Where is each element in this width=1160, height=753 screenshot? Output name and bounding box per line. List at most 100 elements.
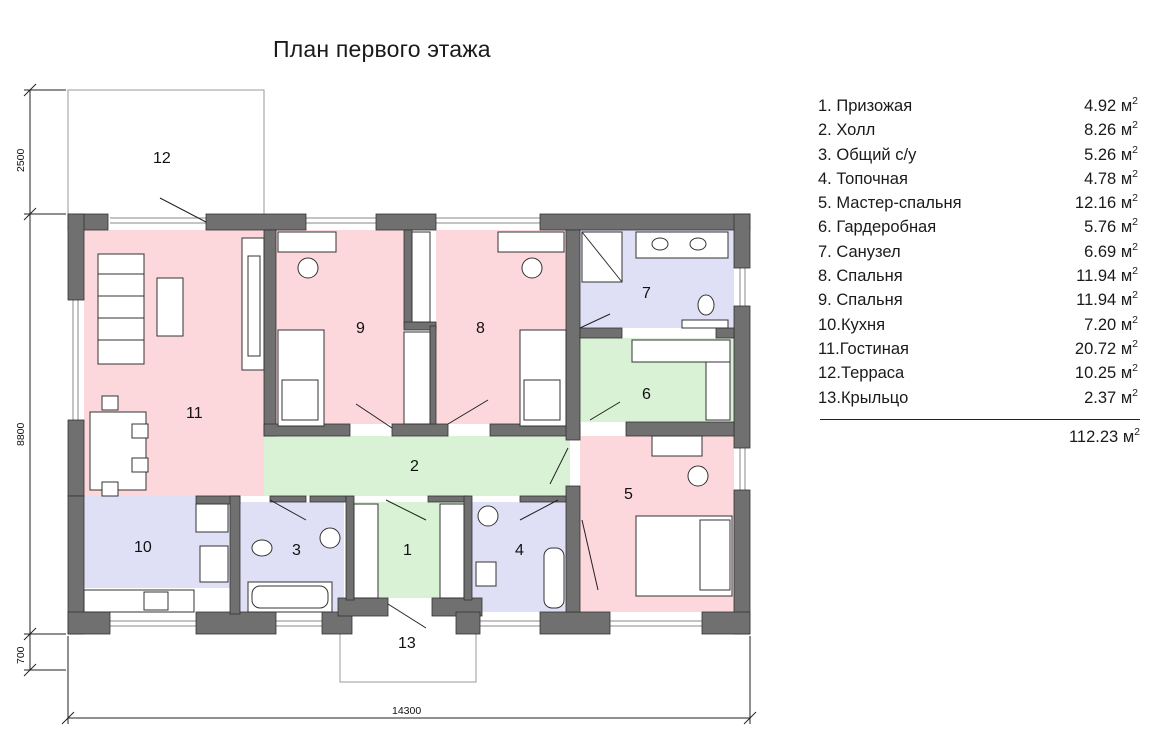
room-2-fill [264,436,570,496]
legend-room-title: Призожая [836,97,913,115]
legend-room-name: 3. Общий с/у [818,143,916,167]
legend-room-number: 11. [818,339,840,358]
legend-room-area: 8.26 м2 [1084,118,1138,142]
room-label-3: 3 [292,542,301,559]
legend-room-name: 4. Топочная [818,167,908,191]
legend-room-name: 10.Кухня [818,313,885,337]
total-unit: м [1122,428,1135,446]
room-numbers: 12 11 9 8 7 6 2 5 10 3 1 4 13 [134,150,651,652]
legend-room-number: 9. [818,291,832,310]
legend-room-name: 5. Мастер-спальня [818,191,962,215]
room-label-11: 11 [186,405,203,422]
dim-8800: 8800 [15,422,27,446]
legend-room-name: 11.Гостиная [818,337,909,361]
outdoor-outlines [67,89,477,683]
legend-room-title: Гардеробная [836,218,937,237]
legend-room-number: 2. [818,121,832,140]
legend-room-area: 10.25 м2 [1075,361,1138,385]
room-label-7: 7 [642,285,651,302]
walls [67,213,751,635]
area-unit: м [1120,145,1133,164]
legend-room-number: 10. [818,315,841,334]
legend-divider [820,419,1140,420]
legend-room-number: 13. [818,388,841,407]
legend-room-area: 11.94 м2 [1076,264,1138,288]
room-label-10: 10 [134,539,152,556]
plan-title: План первого этажа [273,36,491,62]
area-exponent: 2 [1132,119,1138,132]
area-exponent: 2 [1132,265,1138,278]
legend-room-area: 4.92 м2 [1084,94,1138,118]
dimension-lines [23,83,757,725]
legend-room-number: 7. [818,242,832,261]
legend-row: 2. Холл 8.26 м2 [818,118,1140,142]
area-value: 11.94 [1076,291,1117,310]
area-value: 4.78 [1084,169,1117,188]
room-fills [84,230,734,612]
legend-room-name: 13.Крыльцо [818,386,908,410]
legend-room-title: Санузел [836,242,901,261]
legend-room-number: 5. [818,194,832,213]
dim-14300: 14300 [392,705,421,717]
legend-total: 112.23 м2 [1069,427,1140,447]
furniture [83,231,733,613]
area-exponent: 2 [1132,167,1138,180]
room-label-13: 13 [398,635,416,652]
legend-room-title: Мастер-спальня [836,194,962,213]
area-unit: м [1120,291,1133,310]
legend-room-name: 6. Гардеробная [818,215,936,239]
area-exponent: 2 [1132,240,1138,253]
area-unit: м [1120,315,1133,334]
legend-row: 4. Топочная 4.78 м2 [818,167,1140,191]
area-unit: м [1120,339,1133,358]
area-unit: м [1120,97,1133,115]
legend-room-number: 6. [818,218,832,237]
legend-row: 1. Призожая 4.92 м2 [818,94,1140,118]
legend-room-area: 6.69 м2 [1084,240,1138,264]
legend-room-area: 12.16 м2 [1075,191,1138,215]
room-label-4: 4 [515,542,524,559]
dim-700: 700 [15,646,27,664]
area-exponent: 2 [1132,289,1138,302]
legend-room-area: 4.78 м2 [1084,167,1138,191]
area-value: 5.76 [1084,218,1117,237]
area-unit: м [1120,388,1133,407]
area-exponent: 2 [1132,95,1138,107]
legend-room-name: 8. Спальня [818,264,903,288]
legend-room-number: 1. [818,97,832,115]
room-label-12: 12 [153,150,171,167]
room-label-8: 8 [476,320,485,337]
area-value: 12.16 [1074,194,1117,213]
area-unit: м [1120,194,1133,213]
legend-room-title: Общий с/у [836,145,917,164]
room-label-6: 6 [642,386,651,403]
dimension-texts: 2500 8800 700 14300 [15,148,421,717]
room-label-9: 9 [356,320,365,337]
area-unit: м [1120,267,1133,286]
area-value: 11.94 [1076,267,1117,286]
legend-room-area: 20.72 м2 [1075,337,1138,361]
legend-room-area: 11.94 м2 [1076,288,1138,312]
legend-room-name: 12.Терраса [818,361,904,385]
area-exponent: 2 [1132,337,1138,350]
area-exponent: 2 [1132,362,1138,375]
area-exponent: 2 [1132,192,1138,205]
legend-row: 5. Мастер-спальня 12.16 м2 [818,191,1140,215]
area-value: 5.26 [1084,145,1117,164]
room-label-5: 5 [624,486,633,503]
area-value: 7.20 [1084,315,1117,334]
legend-room-title: Холл [836,121,876,140]
legend-room-number: 8. [818,267,832,286]
legend-row: 8. Спальня 11.94 м2 [818,264,1140,288]
legend-room-title: Гостиная [839,339,909,358]
legend-row: 11.Гостиная 20.72 м2 [818,337,1140,361]
area-value: 8.26 [1084,121,1117,140]
legend-room-title: Кухня [840,315,886,334]
area-value: 2.37 [1084,388,1117,407]
area-exponent: 2 [1132,313,1138,326]
legend-room-title: Спальня [836,267,903,286]
